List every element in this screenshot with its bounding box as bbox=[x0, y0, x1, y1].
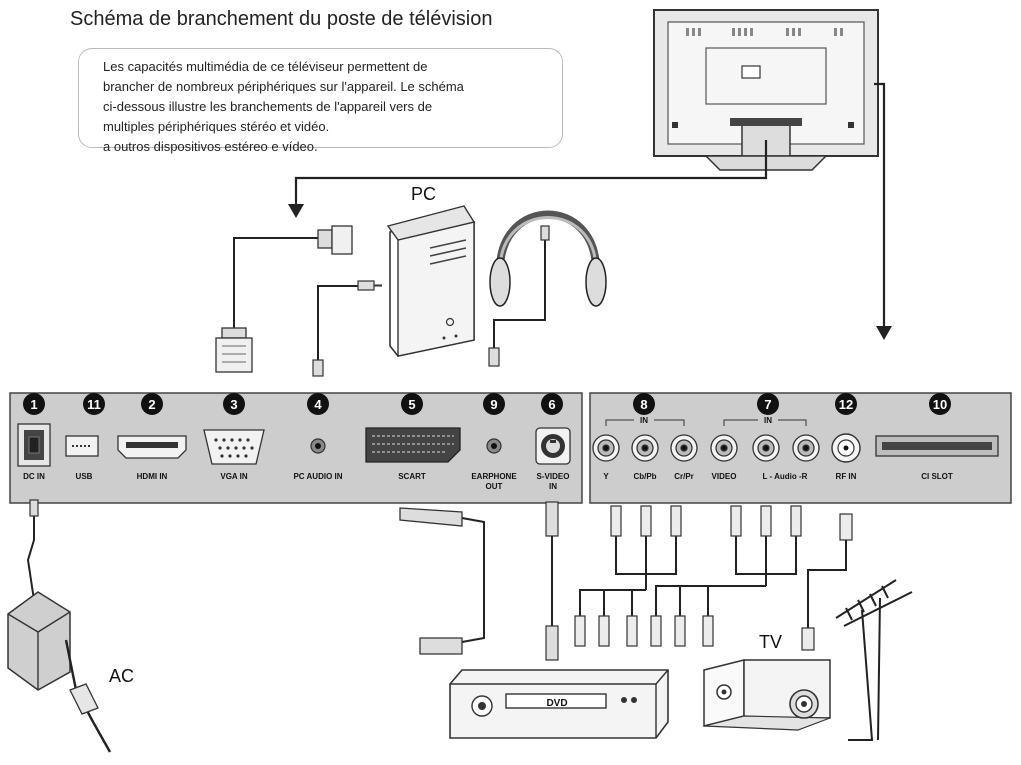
port-pc-audio-in: 4 PC AUDIO IN bbox=[293, 393, 343, 481]
port-number: 2 bbox=[148, 397, 155, 412]
port-label-line-1: S-VIDEO bbox=[537, 472, 570, 481]
port-label: DC IN bbox=[23, 472, 45, 481]
headphones-icon bbox=[488, 210, 607, 367]
scart-cable bbox=[399, 507, 485, 655]
port-number: 7 bbox=[764, 397, 771, 412]
port-number: 3 bbox=[230, 397, 237, 412]
intro-line-3: ci-dessous illustre les branchements de … bbox=[103, 99, 433, 114]
antenna-icon bbox=[835, 579, 913, 741]
intro-line-5: a outros dispositivos estéreo e vídeo. bbox=[103, 139, 318, 154]
port-s-video-in: 6 S-VIDEO IN bbox=[535, 393, 571, 491]
s-video-cable bbox=[545, 501, 559, 661]
port-label: CI SLOT bbox=[921, 472, 953, 481]
group-label: IN bbox=[764, 416, 772, 425]
television-rear-icon bbox=[653, 9, 879, 171]
port-label-audio: L - Audio -R bbox=[763, 472, 808, 481]
pc-audio-cable bbox=[312, 280, 382, 377]
port-label: VGA IN bbox=[220, 472, 247, 481]
rf-cable bbox=[801, 513, 853, 651]
port-number: 1 bbox=[30, 397, 37, 412]
port-label-cb: Cb/Pb bbox=[633, 472, 656, 481]
pc-label: PC bbox=[411, 184, 436, 204]
ac-label: AC bbox=[109, 666, 134, 686]
port-number: 11 bbox=[87, 397, 101, 412]
port-number: 10 bbox=[933, 397, 947, 412]
port-number: 9 bbox=[490, 397, 497, 412]
intro-line-4: multiples périphériques stéréo et vidéo. bbox=[103, 119, 330, 134]
pc-tower-icon bbox=[386, 205, 476, 357]
port-label-line-2: OUT bbox=[486, 482, 503, 491]
port-av-in: 7 IN VIDEO L - Audio -R bbox=[710, 393, 820, 481]
arrow-down-icon bbox=[288, 204, 304, 218]
diagram-title: Schéma de branchement du poste de télévi… bbox=[70, 8, 493, 30]
port-component-in: 8 IN Y Cb/Pb Cr/Pr bbox=[592, 393, 698, 481]
intro-line-1: Les capacités multimédia de ce téléviseu… bbox=[103, 59, 428, 74]
rca-cables bbox=[579, 536, 797, 616]
power-adapter-icon bbox=[7, 499, 112, 753]
port-label: RF IN bbox=[836, 472, 857, 481]
intro-line-2: brancher de nombreux périphériques sur l… bbox=[103, 79, 464, 94]
tv-label: TV bbox=[759, 632, 782, 652]
vga-cable bbox=[215, 225, 353, 373]
arrow-down-icon bbox=[876, 326, 892, 340]
group-label: IN bbox=[640, 416, 648, 425]
port-label-line-1: EARPHONE bbox=[471, 472, 517, 481]
port-number: 8 bbox=[640, 397, 647, 412]
port-earphone-out: 9 EARPHONE OUT bbox=[471, 393, 517, 491]
port-label: USB bbox=[76, 472, 93, 481]
tv-wall-socket-icon bbox=[703, 659, 831, 731]
port-label-cr: Cr/Pr bbox=[674, 472, 694, 481]
port-number: 12 bbox=[839, 397, 853, 412]
port-number: 6 bbox=[548, 397, 555, 412]
intro-textbox: Les capacités multimédia de ce téléviseu… bbox=[78, 48, 563, 154]
port-label-line-2: IN bbox=[549, 482, 557, 491]
port-label-video: VIDEO bbox=[712, 472, 737, 481]
port-number: 4 bbox=[314, 397, 322, 412]
port-rf-in: 12 RF IN bbox=[831, 393, 861, 481]
port-usb: 11 USB bbox=[65, 393, 105, 481]
rca-plugs bbox=[574, 505, 802, 647]
port-hdmi-in: 2 HDMI IN bbox=[117, 393, 187, 481]
port-label-y: Y bbox=[603, 472, 609, 481]
port-dc-in: 1 DC IN bbox=[17, 393, 51, 481]
port-ci-slot: 10 CI SLOT bbox=[875, 393, 999, 481]
dvd-label: DVD bbox=[546, 698, 567, 709]
port-number: 5 bbox=[408, 397, 415, 412]
port-vga-in: 3 VGA IN bbox=[203, 393, 265, 481]
port-label: SCART bbox=[398, 472, 426, 481]
port-number-badge bbox=[23, 393, 45, 415]
port-label: PC AUDIO IN bbox=[293, 472, 342, 481]
port-label: HDMI IN bbox=[137, 472, 168, 481]
dvd-player-icon bbox=[449, 669, 669, 739]
port-scart: 5 SCART bbox=[365, 393, 461, 481]
